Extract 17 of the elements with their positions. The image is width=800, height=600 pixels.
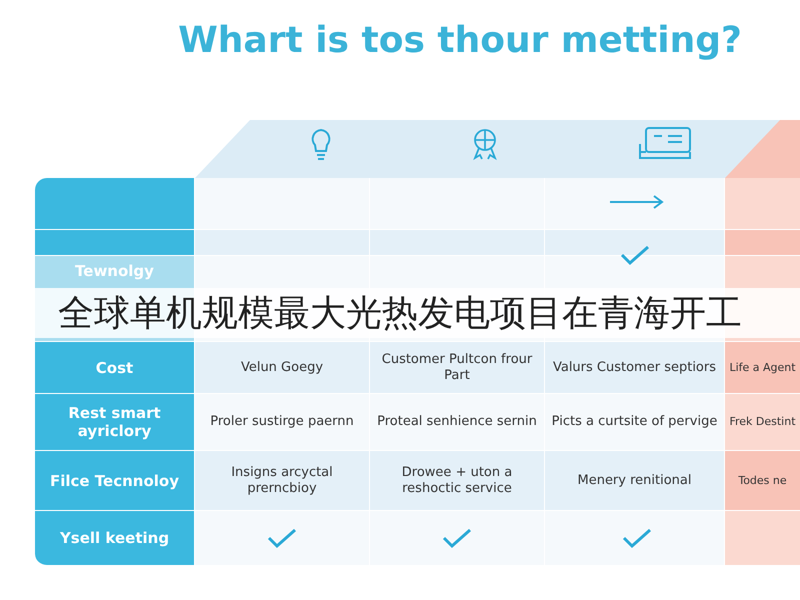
table-cell: Customer Pultcon frour Part xyxy=(370,342,545,394)
row-header: Filce Tecnnoloy xyxy=(35,451,195,511)
table-cell: Menery renitional xyxy=(545,451,725,511)
row-header: Cost xyxy=(35,342,195,394)
table-cell: Valurs Customer septiors xyxy=(545,342,725,394)
table-cell: Proteal senhience sernin xyxy=(370,394,545,451)
table-cell: Insigns arcyctal prerncbioy xyxy=(195,451,370,511)
table-cell: Todes ne xyxy=(725,451,800,511)
table-cell: Life a Agent xyxy=(725,342,800,394)
table-cell: Velun Goegy xyxy=(195,342,370,394)
table-cell: Proler sustirge paernn xyxy=(195,394,370,451)
row-header: Ysell keeting xyxy=(35,511,195,566)
table-cell: Drowee + uton a reshoctic service xyxy=(370,451,545,511)
table-cell: Picts a curtsite of pervige xyxy=(545,394,725,451)
table-cell: Frek Destint xyxy=(725,394,800,451)
title: Whart is tos thour metting? xyxy=(177,20,743,61)
row-header: Rest smart ayriclory xyxy=(35,394,195,451)
